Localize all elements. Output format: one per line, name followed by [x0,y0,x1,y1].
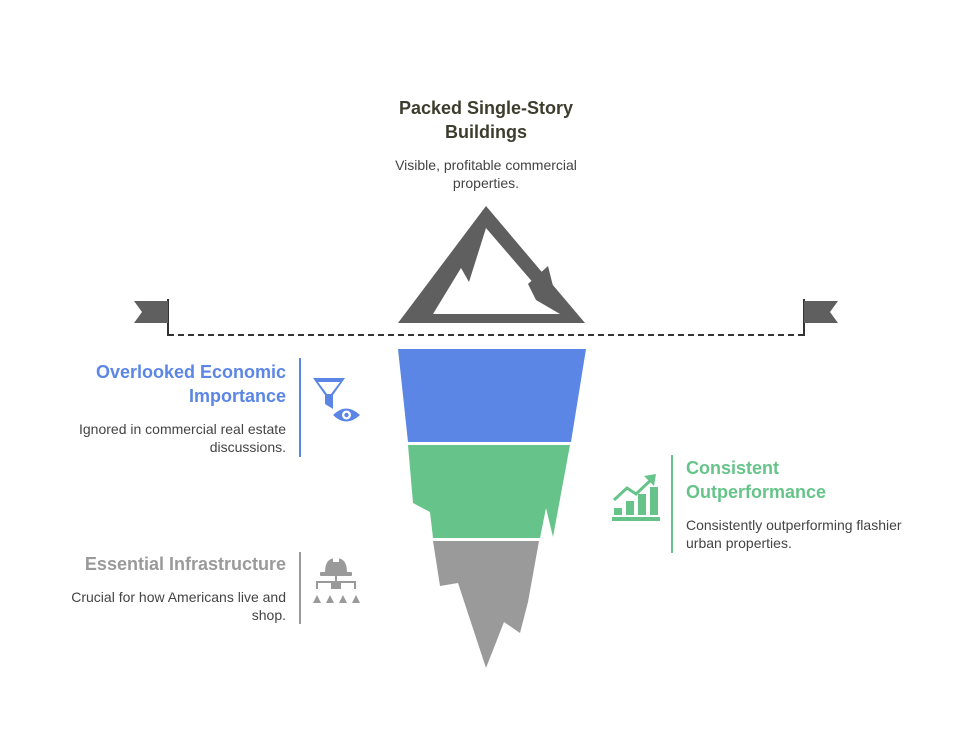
infrastructure-title: Essential Infrastructure [84,554,286,574]
growth-chart-icon [612,474,660,521]
right-flag-icon [803,299,838,336]
infrastructure-description: Crucial for how Americans live and shop. [71,589,286,623]
economic-title: Overlooked Economic Importance [95,362,286,406]
peak-description: Visible, profitable commercial propertie… [395,157,577,191]
funnel-eye-icon [313,378,360,422]
layer-performance [408,445,570,538]
hard-hat-hierarchy-icon [313,556,360,603]
mountain-icon [398,206,585,323]
layer-economic [398,349,586,442]
economic-description: Ignored in commercial real estate discus… [79,421,286,455]
infrastructure-divider [299,552,301,624]
left-flag-icon [134,299,169,336]
performance-divider [671,455,673,553]
performance-title: Consistent Outperformance [686,458,827,502]
economic-divider [299,358,301,457]
peak-title: Packed Single-Story Buildings [398,98,574,142]
performance-description: Consistently outperforming flashier urba… [686,517,902,551]
layer-infrastructure [433,541,539,668]
